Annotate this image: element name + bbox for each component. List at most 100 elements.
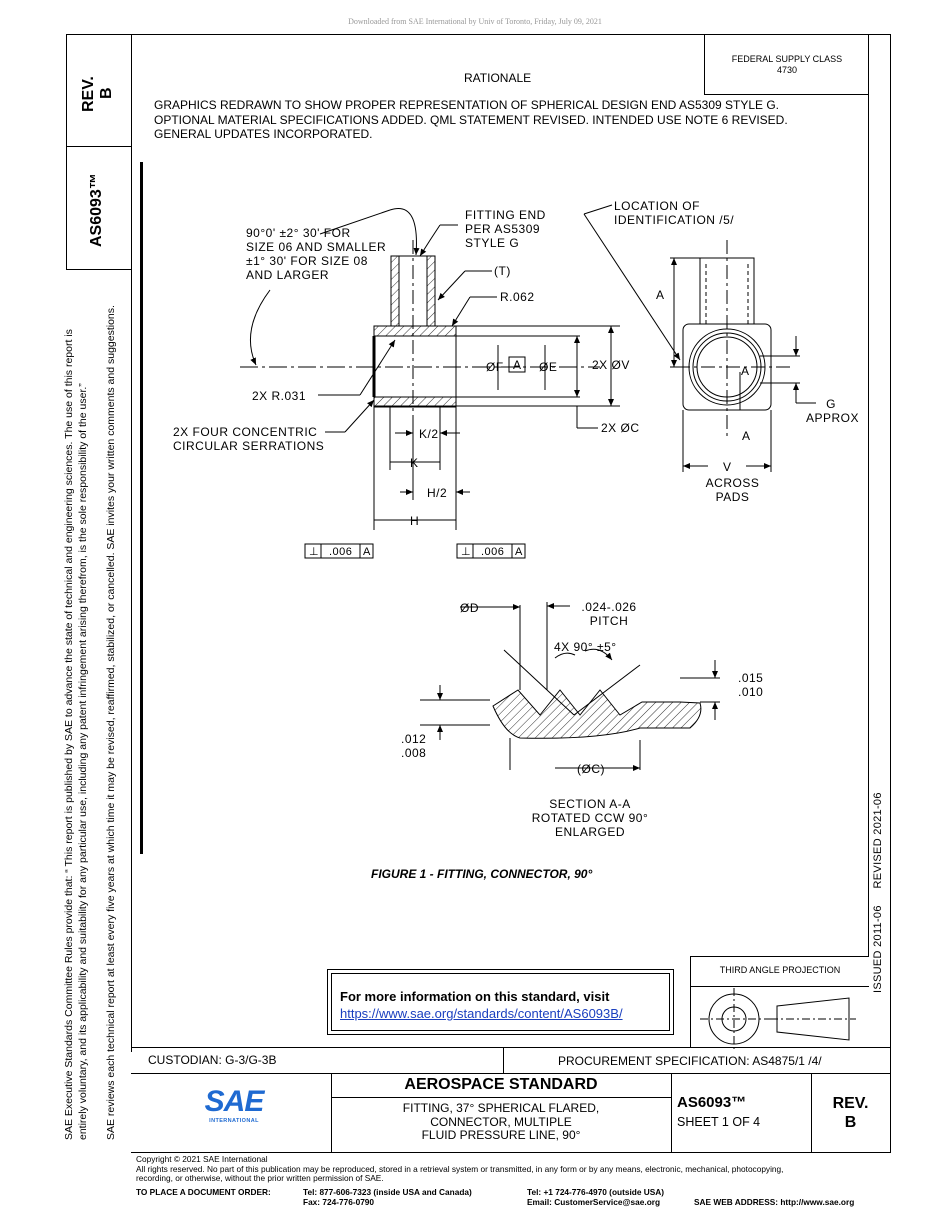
- feature-control-frames: [304, 543, 526, 559]
- fcf-symbol-left: ⊥: [309, 546, 320, 558]
- standard-link[interactable]: https://www.sae.org/standards/content/AS…: [340, 1006, 623, 1021]
- federal-supply-box: FEDERAL SUPPLY CLASS 4730: [704, 34, 869, 95]
- r062-label: R.062: [500, 290, 535, 304]
- callout-line: .010: [738, 685, 764, 699]
- sheet-number: SHEET 1 OF 4: [677, 1115, 761, 1129]
- copyright: Copyright © 2021 SAE International: [136, 1154, 268, 1164]
- frame-top: [66, 34, 891, 35]
- serration-section: [420, 602, 720, 771]
- standard-title: AEROSPACE STANDARD: [404, 1076, 598, 1093]
- frame-date-strip: [868, 34, 869, 956]
- callout-line: .024-.026: [581, 600, 637, 614]
- location-id-callout: LOCATION OF IDENTIFICATION /5/: [614, 199, 734, 227]
- procurement-spec: PROCUREMENT SPECIFICATION: AS4875/1 /4/: [558, 1054, 822, 1068]
- fitting-side-view: [583, 204, 816, 472]
- fitting-end-callout: FITTING END PER AS5309 STYLE G: [465, 208, 546, 250]
- download-banner: Downloaded from SAE International by Uni…: [348, 17, 602, 26]
- fcf-datum-left: A: [363, 546, 371, 558]
- callout-line: .008: [401, 746, 427, 760]
- callout-line: SIZE 06 AND SMALLER: [246, 240, 387, 254]
- dia-v-label: 2X ØV: [592, 358, 630, 372]
- frame-left: [66, 34, 67, 269]
- callout-line: ROTATED CCW 90°: [531, 811, 649, 825]
- rev-value: B: [844, 1114, 857, 1131]
- desc-line: CONNECTOR, MULTIPLE: [430, 1114, 572, 1129]
- figure-caption: FIGURE 1 - FITTING, CONNECTOR, 90°: [371, 867, 593, 881]
- fcf-tol-right: .006: [481, 546, 505, 558]
- frame-inner-left: [131, 34, 132, 1052]
- info-box-inner: For more information on this standard, v…: [331, 973, 670, 1031]
- title-block-div4: [811, 1073, 812, 1152]
- k2-label: K/2: [419, 427, 439, 441]
- h2-label: H/2: [427, 486, 448, 500]
- callout-line: ENLARGED: [554, 825, 626, 839]
- callout-line: LOCATION OF: [614, 199, 700, 213]
- callout-line: AND LARGER: [246, 268, 330, 282]
- callout-line: FITTING END: [465, 208, 546, 222]
- outside-contacts: Tel: +1 724-776-4970 (outside USA) Email…: [527, 1187, 664, 1207]
- callout-line: APPROX: [806, 411, 860, 425]
- fcf-tol-left: .006: [329, 546, 353, 558]
- across-pads-label: ACROSS PADS: [700, 476, 765, 504]
- serrations-callout: 2X FOUR CONCENTRIC CIRCULAR SERRATIONS: [173, 425, 324, 453]
- dim-a-label: A: [656, 288, 665, 302]
- custodian: CUSTODIAN: G-3/G-3B: [148, 1053, 277, 1067]
- section-a-label-bottom: A: [742, 429, 751, 443]
- callout-line: .012: [401, 732, 427, 746]
- logo-text: SAE: [204, 1085, 265, 1118]
- email: Email: CustomerService@sae.org: [527, 1197, 661, 1207]
- dia-d-label: ØD: [460, 601, 479, 615]
- frame-right: [890, 34, 891, 1152]
- desc-line: FLUID PRESSURE LINE, 90°: [421, 1128, 581, 1142]
- depth-left-label: .012 .008: [401, 732, 426, 760]
- logo-subtext: INTERNATIONAL: [209, 1118, 259, 1124]
- datum-a-label: A: [513, 358, 522, 372]
- section-a-label-top: A: [741, 364, 750, 378]
- dia-c-label: 2X ØC: [601, 421, 640, 435]
- tel-outside: Tel: +1 724-776-4970 (outside USA): [527, 1187, 665, 1197]
- callout-line: PITCH: [589, 614, 629, 628]
- tel-usa: Tel: 877-606-7323 (inside USA and Canada…: [303, 1187, 472, 1197]
- r031-label: 2X R.031: [252, 389, 307, 403]
- callout-line: IDENTIFICATION /5/: [614, 213, 735, 227]
- fitting-section-view: [240, 208, 620, 530]
- title-block-top: [131, 1047, 891, 1048]
- callout-line: PADS: [715, 490, 750, 504]
- title-block-div2: [331, 1073, 332, 1152]
- title-block-div3: [671, 1073, 672, 1152]
- order-contacts: Tel: 877-606-7323 (inside USA and Canada…: [303, 1187, 472, 1207]
- rationale-title: RATIONALE: [464, 71, 532, 85]
- footer: Copyright © 2021 SAE International All r…: [136, 1154, 783, 1184]
- k-label: K: [410, 456, 419, 470]
- federal-supply-value: 4730: [776, 65, 798, 75]
- pitch-label: .024-.026 PITCH: [578, 600, 640, 628]
- callout-line: G: [826, 397, 836, 411]
- callout-line: .015: [738, 671, 764, 685]
- rationale-line: OPTIONAL MATERIAL SPECIFICATIONS ADDED. …: [154, 112, 788, 127]
- callout-line: PER AS5309: [465, 222, 541, 236]
- desc-line: FITTING, 37° SPHERICAL FLARED,: [402, 1101, 600, 1115]
- frame-rev-divider: [66, 146, 132, 147]
- title-doc-id: AS6093™: [677, 1094, 747, 1111]
- rev-label: REV.: [832, 1095, 869, 1112]
- rationale-text: GRAPHICS REDRAWN TO SHOW PROPER REPRESEN…: [154, 98, 788, 142]
- fcf-symbol-right: ⊥: [461, 546, 472, 558]
- standard-description: FITTING, 37° SPHERICAL FLARED, CONNECTOR…: [331, 1101, 671, 1143]
- info-text: For more information on this standard, v…: [340, 989, 610, 1004]
- projection-label: THIRD ANGLE PROJECTION: [691, 965, 869, 987]
- callout-line: STYLE G: [465, 236, 520, 250]
- angle-callout: 90°0' ±2° 30' FOR SIZE 06 AND SMALLER ±1…: [246, 226, 386, 282]
- dia-f-label: ØF: [486, 360, 504, 374]
- web-address: SAE WEB ADDRESS: http://www.sae.org: [694, 1197, 855, 1207]
- dia-e-label: ØE: [539, 360, 558, 374]
- rights-text: recording, or otherwise, without the pri…: [136, 1173, 384, 1184]
- title-block-row: [131, 1073, 891, 1074]
- callout-line: ACROSS: [705, 476, 760, 490]
- federal-supply-label: FEDERAL SUPPLY CLASS: [731, 54, 843, 64]
- change-bar: [140, 162, 143, 854]
- title-block-div5: [331, 1097, 671, 1098]
- title-block-bottom: [131, 1152, 891, 1153]
- title-block-div1: [503, 1047, 504, 1074]
- callout-line: 90°0' ±2° 30' FOR: [246, 226, 351, 240]
